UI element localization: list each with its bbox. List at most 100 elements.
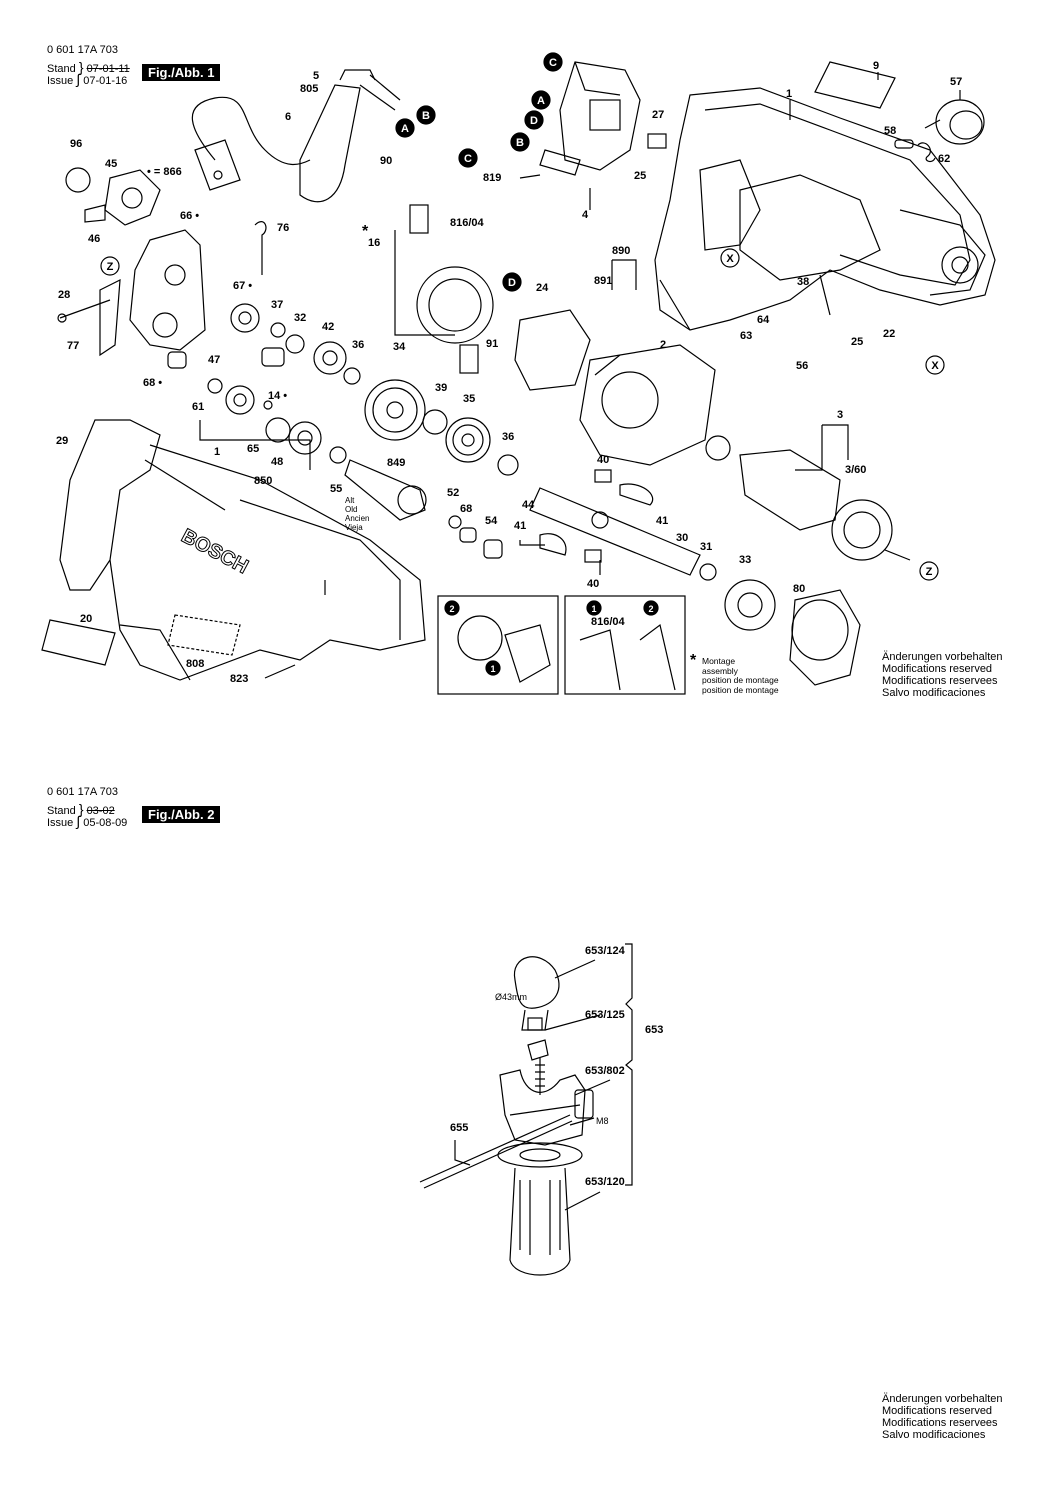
part-label-653-125: 653/125 — [585, 1009, 625, 1021]
part-label-653-802: 653/802 — [585, 1065, 625, 1077]
callout-d-switch: D — [530, 115, 538, 127]
selector-knob — [924, 99, 985, 145]
part-label-45: 45 — [105, 158, 117, 170]
fig2-stand-date: 03-02 — [86, 805, 115, 817]
clamp-body — [499, 1069, 594, 1146]
gear-housing-66 — [99, 229, 206, 357]
fig1-doc-code: 0 601 17A 703 — [47, 44, 118, 56]
part-label-808: 808 — [186, 658, 204, 670]
part-label-41-left: 41 — [514, 520, 526, 532]
part-label-805: 805 — [300, 83, 318, 95]
fig2-issue-row: Issue ∫ 05-08-09 — [47, 813, 128, 829]
fig1-tag: Fig./Abb. 1 — [142, 64, 221, 81]
part-label-25-right: 25 — [851, 336, 863, 348]
depth-rod — [419, 1114, 571, 1183]
mod-line-es: Salvo modificaciones — [882, 687, 986, 699]
callout-b-cord: B — [422, 110, 430, 122]
part-label-77: 77 — [67, 340, 79, 352]
part-label-76: 76 — [277, 222, 289, 234]
fig2-mod-line-en: Modifications reserved — [882, 1405, 993, 1417]
part-label-67: 67 • — [233, 280, 252, 292]
part-label-25-top: 25 — [634, 170, 646, 182]
part-label-65: 65 — [247, 443, 259, 455]
issue-label: Issue — [47, 75, 74, 87]
part-label-20: 20 — [80, 613, 92, 625]
part-label-655: 655 — [450, 1122, 468, 1134]
part-label-653-120: 653/120 — [585, 1176, 625, 1188]
montage-line-1: Montage — [702, 656, 736, 666]
part-label-56: 56 — [796, 360, 808, 372]
fig2-issue-label: Issue — [47, 817, 74, 829]
part-label-27: 27 — [652, 109, 664, 121]
issue-date: 07-01-16 — [83, 75, 128, 87]
thread-label-m8: M8 — [596, 1116, 609, 1126]
part-label-37: 37 — [271, 299, 283, 311]
clamp-band — [513, 956, 560, 1031]
part-label-66: 66 • — [180, 210, 199, 222]
mod-line-de: Änderungen vorbehalten — [882, 651, 1003, 663]
part-label-890: 890 — [612, 245, 630, 257]
part-label-16: 16 — [368, 237, 380, 249]
housing-shell — [654, 87, 996, 331]
alt-label-de: Alt — [345, 496, 355, 505]
part-label-2: 2 — [660, 339, 666, 351]
part-label-653: 653 — [645, 1024, 663, 1036]
fig2-mod-line-es: Salvo modificaciones — [882, 1429, 986, 1441]
part-label-42: 42 — [322, 321, 334, 333]
label-plate — [814, 61, 896, 109]
fig2-doc-code: 0 601 17A 703 — [47, 786, 118, 798]
inset-box-2 — [564, 595, 686, 695]
mod-line-en: Modifications reserved — [882, 663, 993, 675]
montage-line-3: position de montage — [702, 675, 779, 685]
alt-label-es: Vieja — [345, 523, 363, 532]
inset2-step-2: 2 — [648, 604, 653, 614]
part-label-40-top: 40 — [597, 454, 609, 466]
callout-x-housing: X — [726, 253, 734, 265]
part-label-32: 32 — [294, 312, 306, 324]
inset2-step-1: 1 — [591, 604, 596, 614]
part-label-36-top: 36 — [352, 339, 364, 351]
callout-c-cable: C — [464, 153, 472, 165]
part-label-44: 44 — [522, 499, 535, 511]
stand-date: 07-01-11 — [86, 63, 130, 75]
part-label-30: 30 — [676, 532, 688, 544]
part-label-36-bottom: 36 — [502, 431, 514, 443]
part-label-39: 39 — [435, 382, 447, 394]
field-stator — [579, 344, 716, 466]
callout-d-cable: D — [508, 277, 516, 289]
fig2-tag: Fig./Abb. 2 — [142, 806, 221, 823]
stand-label: Stand — [47, 63, 76, 75]
part-label-24: 24 — [536, 282, 549, 294]
montage-note: Montage assembly position de montage pos… — [702, 656, 779, 695]
part-label-3: 3 — [837, 409, 843, 421]
part-label-5: 5 — [313, 70, 319, 82]
part-label-4: 4 — [582, 209, 589, 221]
part-label-52: 52 — [447, 487, 459, 499]
callout-x-part22: X — [931, 360, 939, 372]
fig2-issue-date: 05-08-09 — [83, 817, 128, 829]
switch-assembly — [519, 61, 641, 179]
fig1-exploded-view: C A D B B A C D X X Z Z 2 1 1 2 9 57 1 5… — [41, 52, 996, 695]
part-label-35: 35 — [463, 393, 475, 405]
brush-holder-ring — [409, 204, 494, 374]
part-label-849: 849 — [387, 457, 405, 469]
fig2-side-handle-view: 653/124 653/125 653 653/802 655 653/120 … — [419, 943, 663, 1276]
part-label-816-04-inset: 816/04 — [591, 616, 626, 628]
mod-line-fr: Modifications reservees — [882, 675, 998, 687]
fig2-mod-line-fr: Modifications reservees — [882, 1417, 998, 1429]
alt-label-en: Old — [345, 505, 357, 514]
part-label-653-124: 653/124 — [585, 945, 626, 957]
fig1-issue-row: Issue ∫ 07-01-16 — [47, 71, 128, 87]
fig2-stand-row: Stand } 03-02 — [47, 801, 115, 817]
set-note-866: • = 866 — [147, 166, 182, 178]
part-label-823: 823 — [230, 673, 248, 685]
callout-z-gearbox: Z — [107, 261, 114, 273]
part-label-48: 48 — [271, 456, 283, 468]
part-label-62: 62 — [938, 153, 950, 165]
montage-line-4: position de montage — [702, 684, 779, 695]
inset-box-1 — [437, 595, 559, 695]
part-label-891: 891 — [594, 275, 612, 287]
fig1-stand-row: Stand } 07-01-11 — [47, 59, 130, 75]
montage-star: * — [690, 652, 697, 669]
fig2-stand-label: Stand — [47, 805, 76, 817]
